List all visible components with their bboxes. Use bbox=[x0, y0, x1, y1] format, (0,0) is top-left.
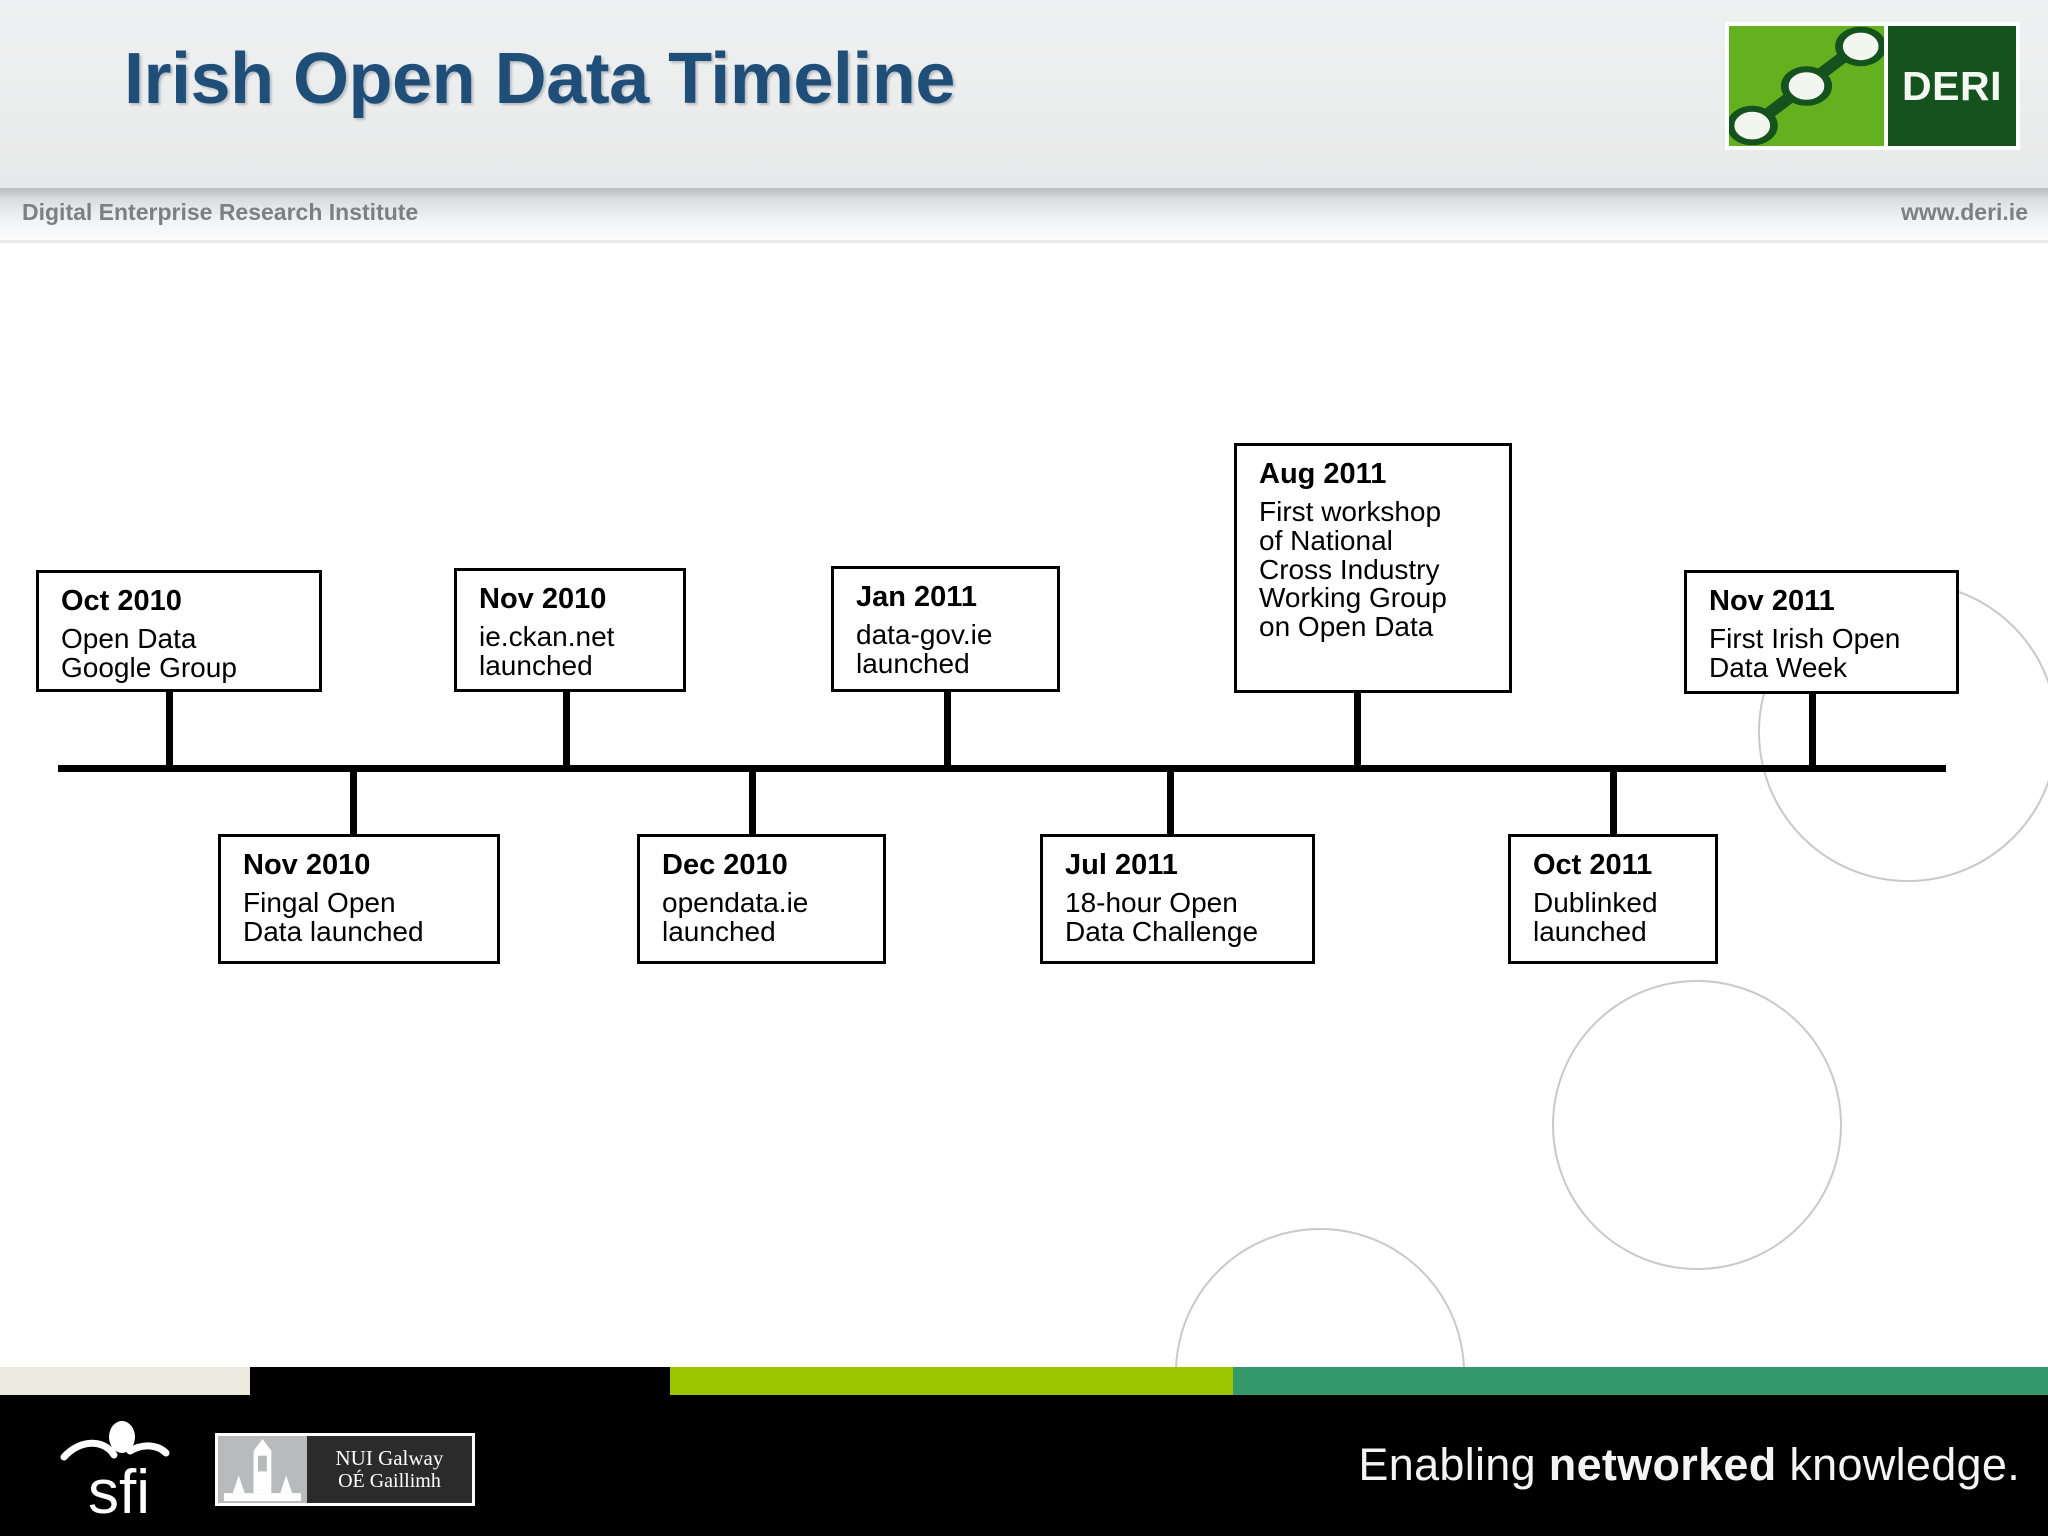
timeline-event-description: First workshop of National Cross Industr… bbox=[1259, 496, 1447, 643]
timeline-event-date: Aug 2011 bbox=[1259, 458, 1387, 490]
timeline-connector-jan-2011 bbox=[944, 692, 951, 772]
footer-stripe-teal bbox=[1233, 1367, 2048, 1395]
nui-galway-line2: OÉ Gaillimh bbox=[338, 1470, 441, 1493]
tagline-suffix: knowledge. bbox=[1776, 1439, 2020, 1490]
nui-galway-crest-icon bbox=[218, 1436, 307, 1503]
footer-stripe-cream bbox=[0, 1367, 250, 1395]
slide-footer: sfi NUI Galway OÉ Gaillimh Enabling netw… bbox=[0, 1395, 2048, 1536]
deri-logo-wordmark: DERI bbox=[1887, 26, 2016, 146]
timeline-event-nov-2010-ckan: Nov 2010 ie.ckan.net launched bbox=[454, 568, 686, 692]
timeline-event-date: Jul 2011 bbox=[1065, 849, 1178, 881]
circle-lower-right-decoration bbox=[1552, 980, 1842, 1270]
timeline-event-description: Open Data Google Group bbox=[61, 623, 237, 683]
timeline-event-jan-2011: Jan 2011 data-gov.ie launched bbox=[831, 566, 1060, 692]
timeline-event-date: Jan 2011 bbox=[856, 581, 977, 613]
timeline-event-date: Oct 2011 bbox=[1533, 849, 1653, 881]
timeline-connector-nov-2010-ckan bbox=[563, 692, 570, 772]
footer-stripe-lime bbox=[670, 1367, 1233, 1395]
nui-tower-icon bbox=[218, 1436, 307, 1503]
website-url: www.deri.ie bbox=[1901, 199, 2028, 225]
nui-galway-logo: NUI Galway OÉ Gaillimh bbox=[215, 1433, 475, 1506]
deri-logo: DERI bbox=[1725, 22, 2020, 150]
timeline-event-date: Nov 2010 bbox=[479, 583, 607, 615]
timeline-event-description: Dublinked launched bbox=[1533, 887, 1658, 947]
deri-logo-nodes-icon bbox=[1729, 26, 1884, 146]
nui-galway-line1: NUI Galway bbox=[335, 1445, 444, 1470]
timeline-event-description: ie.ckan.net launched bbox=[479, 621, 615, 681]
timeline-event-dec-2010: Dec 2010 opendata.ie launched bbox=[637, 834, 886, 964]
timeline-connector-jul-2011 bbox=[1167, 765, 1174, 834]
sfi-logo-icon: sfi bbox=[60, 1421, 170, 1527]
institute-name: Digital Enterprise Research Institute bbox=[22, 199, 419, 225]
timeline-event-date: Oct 2010 bbox=[61, 585, 182, 617]
timeline-event-date: Nov 2011 bbox=[1709, 585, 1835, 617]
timeline-event-description: 18-hour Open Data Challenge bbox=[1065, 887, 1259, 947]
slide-header: Irish Open Data Timeline DERI bbox=[0, 0, 2048, 188]
deri-node-graph-icon bbox=[1729, 26, 1884, 146]
timeline-axis bbox=[58, 765, 1946, 772]
timeline-connector-oct-2011 bbox=[1610, 765, 1617, 834]
timeline-connector-nov-2011 bbox=[1809, 694, 1816, 772]
timeline-connector-oct-2010 bbox=[166, 692, 173, 772]
timeline-event-date: Dec 2010 bbox=[662, 849, 788, 881]
timeline-connector-nov-2010-fingal bbox=[350, 765, 357, 834]
timeline-event-description: opendata.ie launched bbox=[662, 887, 809, 947]
timeline-event-description: data-gov.ie launched bbox=[856, 619, 993, 679]
footer-color-stripe-band bbox=[0, 1367, 2048, 1395]
footer-tagline: Enabling networked knowledge. bbox=[1358, 1439, 2020, 1491]
page-title: Irish Open Data Timeline bbox=[124, 39, 955, 119]
slide-subheader-band: Digital Enterprise Research Institute ww… bbox=[0, 188, 2048, 243]
timeline-event-description: Fingal Open Data launched bbox=[243, 887, 424, 947]
timeline-connector-aug-2011 bbox=[1354, 693, 1361, 772]
deri-logo-text: DERI bbox=[1902, 62, 2002, 109]
timeline-event-date: Nov 2010 bbox=[243, 849, 371, 881]
timeline-event-jul-2011: Jul 2011 18-hour Open Data Challenge bbox=[1040, 834, 1315, 964]
svg-text:sfi: sfi bbox=[88, 1458, 150, 1517]
tagline-prefix: Enabling bbox=[1358, 1439, 1549, 1490]
footer-stripe-black bbox=[250, 1367, 670, 1395]
timeline-event-description: First Irish Open Data Week bbox=[1709, 623, 1901, 683]
tagline-bold: networked bbox=[1548, 1439, 1777, 1490]
sfi-logo: sfi bbox=[60, 1421, 195, 1527]
timeline-connector-dec-2010 bbox=[749, 765, 756, 834]
nui-galway-wordmark: NUI Galway OÉ Gaillimh bbox=[306, 1436, 472, 1503]
